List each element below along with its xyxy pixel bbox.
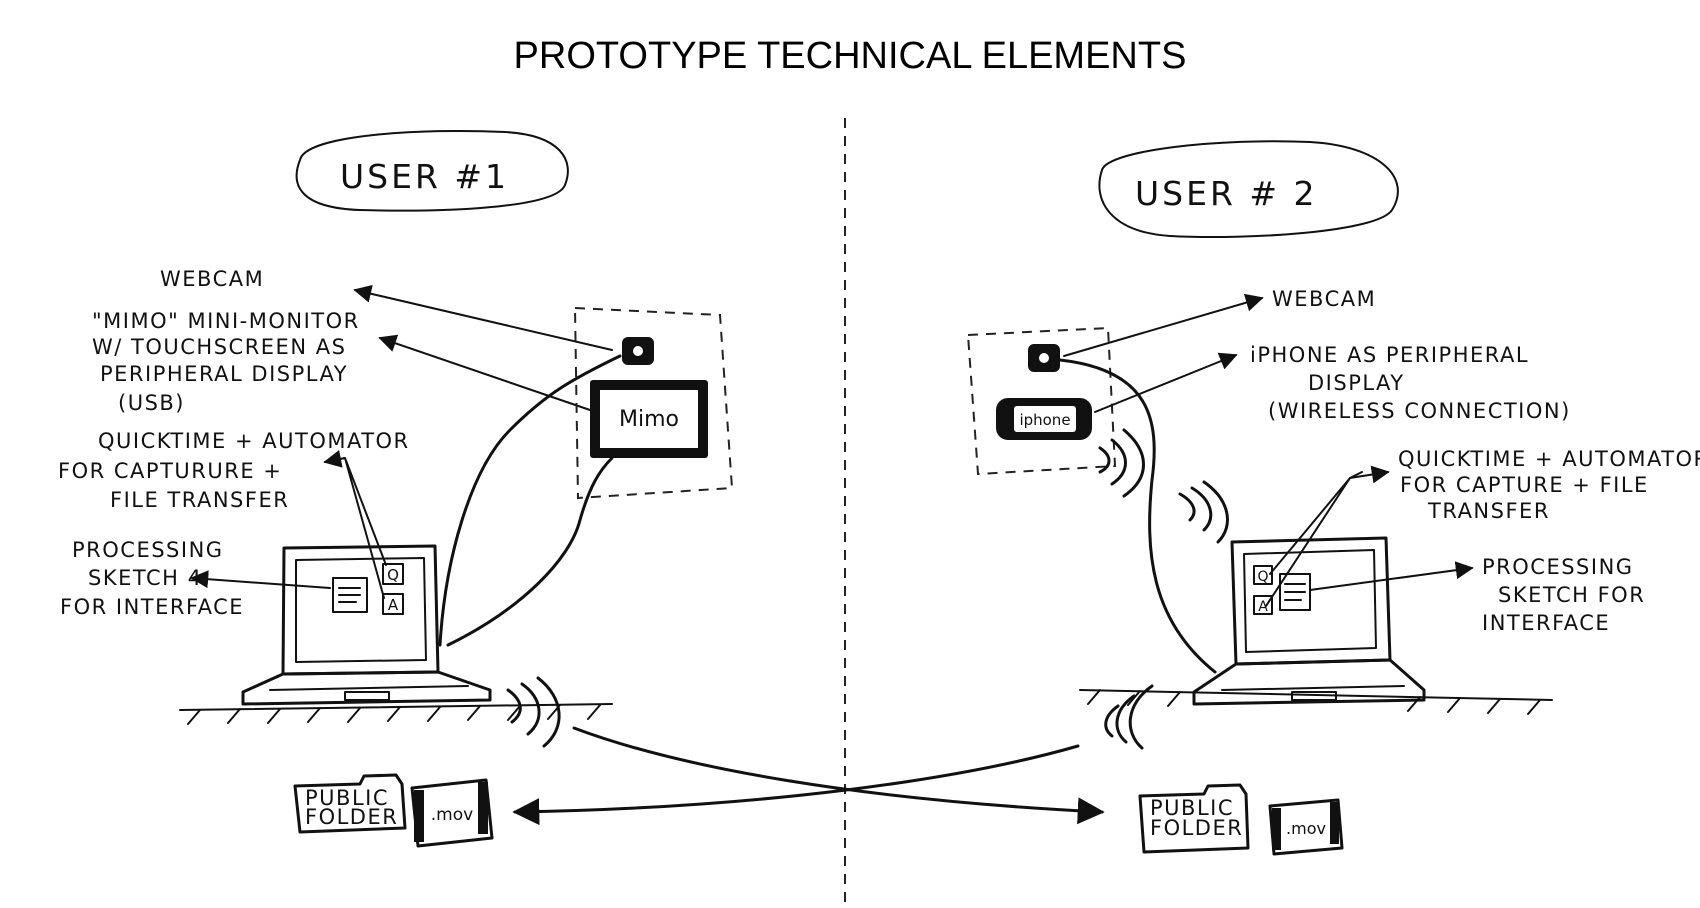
user1-quicktime-icon <box>382 563 404 585</box>
user2-mov-label: .mov <box>1286 819 1326 838</box>
user1-webcam-cable <box>438 354 622 647</box>
user1-mimo-line-1: "MIMO" MINI-MONITOR <box>92 309 360 333</box>
user2-processing-line-3: INTERFACE <box>1482 611 1610 635</box>
user2-folder-line-2: FOLDER <box>1150 816 1243 840</box>
user1-quicktime-line-3: FILE TRANSFER <box>110 488 289 512</box>
user1-wireless-signal <box>506 676 561 748</box>
user2-iphone-screen-label: iphone <box>1019 411 1070 429</box>
user2-processing-window <box>1279 573 1311 611</box>
user2-public-folder: PUBLIC FOLDER <box>1138 783 1250 854</box>
user1-processing-line-2: SKETCH 4 <box>88 566 202 590</box>
user2-laptop-wireless-signal <box>1178 480 1229 544</box>
user2-wireless-signal <box>1104 684 1154 750</box>
user1-mimo-line-4: (USB) <box>118 391 185 415</box>
user2-iphone-line-1: iPHONE AS PERIPHERAL <box>1250 343 1529 367</box>
user2-iphone-wireless-signal <box>1098 428 1145 498</box>
user1-public-folder: PUBLIC FOLDER <box>293 773 407 834</box>
user1-section: USER #1 WEBCAM "MIMO" MINI-MONITOR W/ TO… <box>58 129 734 848</box>
user2-quicktime-icon-letter: Q <box>1257 569 1268 585</box>
user1-peripheral-box <box>573 306 734 500</box>
user1-folder-line-1: PUBLIC <box>305 786 389 810</box>
user2-peripheral-box <box>966 326 1117 476</box>
user2-label-oval <box>1098 140 1399 238</box>
user1-quicktime-line-1: QUICKTIME + AUTOMATOR <box>98 429 410 453</box>
user1-mimo-cable <box>446 456 614 647</box>
user1-processing-line-3: FOR INTERFACE <box>60 595 244 619</box>
user2-table-surface <box>1079 689 1553 701</box>
user2-quicktime-line-2: FOR CAPTURE + FILE <box>1400 473 1649 497</box>
user2-processing-line-1: PROCESSING <box>1482 555 1634 579</box>
user2-iphone-arrow <box>1094 352 1238 413</box>
user1-mimo-arrow <box>378 334 591 411</box>
user1-folder-line-2: FOLDER <box>305 805 398 829</box>
user1-webcam-arrow <box>353 284 613 351</box>
user2-webcam-cable <box>1058 358 1217 674</box>
user1-mov-label: .mov <box>431 805 473 825</box>
user1-laptop: Q A <box>241 544 492 706</box>
user2-quicktime-line-3: TRANSFER <box>1427 499 1550 523</box>
user1-table-surface <box>179 703 613 711</box>
user1-mimo-screen-label: Mimo <box>619 407 679 432</box>
user1-mimo-line-2: W/ TOUCHSCREEN AS <box>92 335 346 359</box>
user1-mov-file: .mov <box>410 778 494 848</box>
transfer-arrow-user2-to-user1 <box>512 744 1080 826</box>
user2-quicktime-icon <box>1253 565 1273 585</box>
user2-processing-line-2: SKETCH FOR <box>1498 583 1645 607</box>
user1-processing-line-1: PROCESSING <box>72 538 224 562</box>
user1-quicktime-line-2: FOR CAPTURURE + <box>58 459 282 483</box>
user2-iphone-line-2: DISPLAY <box>1308 371 1405 395</box>
user1-label: USER #1 <box>340 157 509 196</box>
user1-quicktime-icon-letter: Q <box>387 566 399 584</box>
user2-section: USER # 2 iphone WEBCAM iPHONE AS PERIPHE… <box>966 140 1700 856</box>
transfer-arrow-user1-to-user2 <box>572 726 1105 825</box>
user2-iphone-line-3: (WIRELESS CONNECTION) <box>1268 399 1571 423</box>
user1-automator-icon <box>382 593 404 615</box>
user1-processing-arrow <box>190 570 331 589</box>
user2-automator-icon <box>1253 595 1273 615</box>
user2-webcam-label: WEBCAM <box>1272 287 1376 311</box>
user2-label: USER # 2 <box>1135 174 1318 213</box>
user1-webcam-label: WEBCAM <box>160 267 264 291</box>
user1-automator-icon-letter: A <box>388 596 399 614</box>
user1-mimo-line-3: PERIPHERAL DISPLAY <box>100 362 348 386</box>
user2-quicktime-line-1: QUICKTIME + AUTOMATOR <box>1398 447 1700 471</box>
diagram-title: PROTOTYPE TECHNICAL ELEMENTS <box>514 35 1187 77</box>
user2-automator-icon-letter: A <box>1258 599 1268 615</box>
user2-processing-arrow <box>1309 561 1474 591</box>
user2-folder-line-1: PUBLIC <box>1150 796 1234 820</box>
user2-laptop: Q A <box>1192 536 1426 706</box>
user1-label-oval <box>295 129 569 212</box>
user1-processing-window <box>332 577 368 613</box>
user2-webcam-arrow <box>1063 293 1264 357</box>
user2-mov-file: .mov <box>1268 798 1344 856</box>
